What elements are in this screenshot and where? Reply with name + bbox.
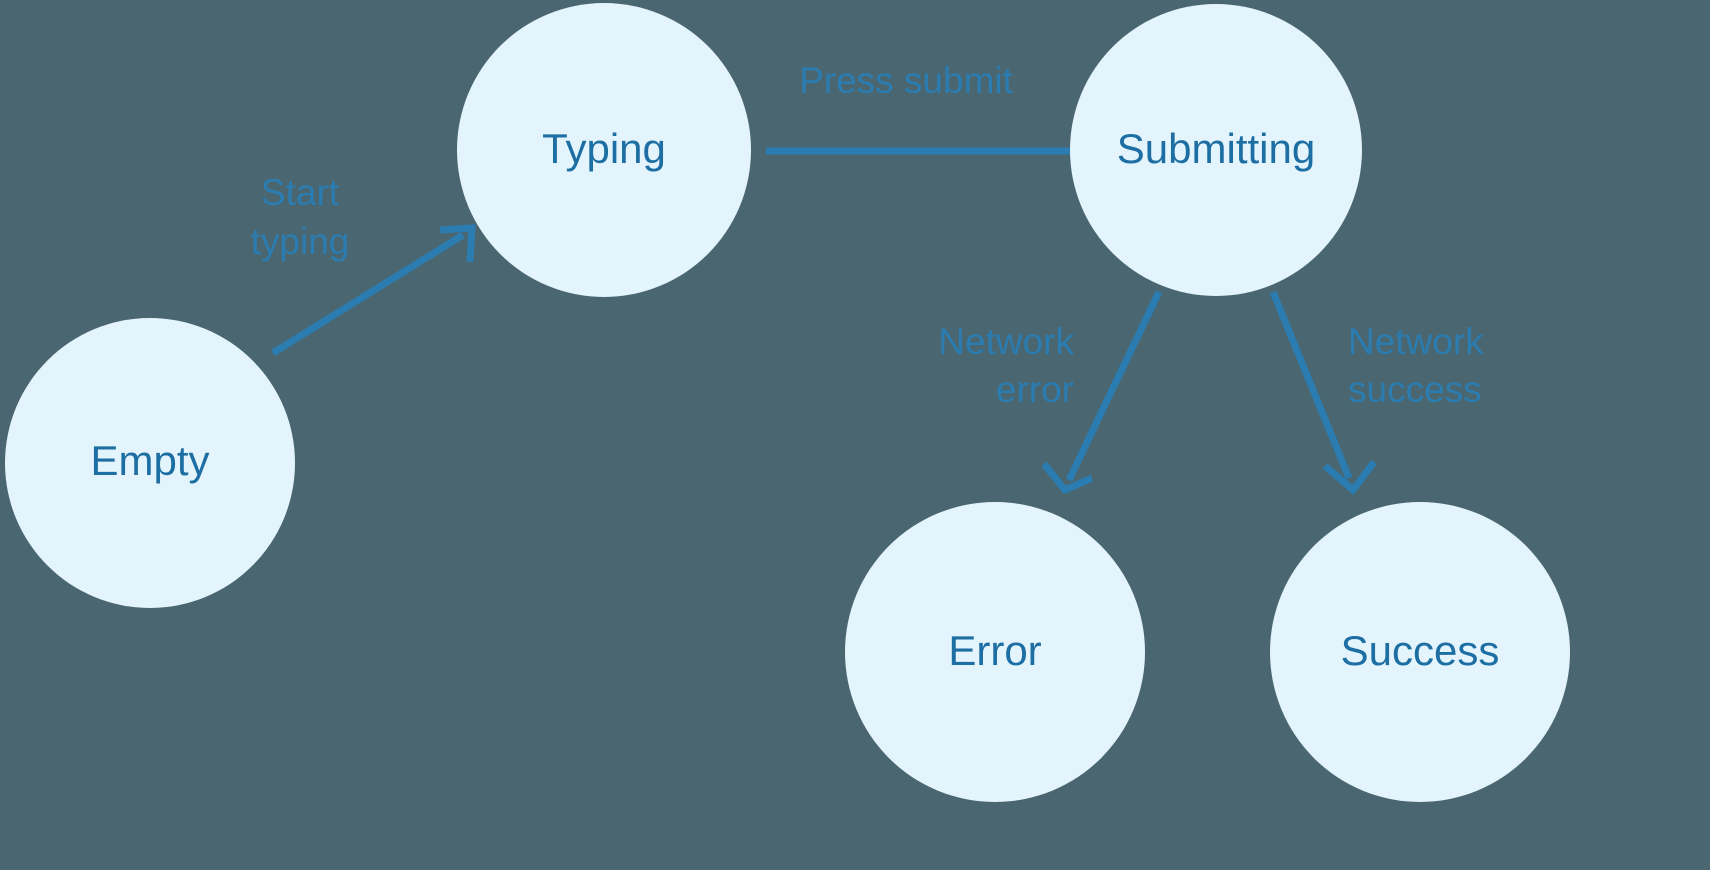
node-circle-typing[interactable] [457, 3, 751, 297]
node-circle-submitting[interactable] [1070, 4, 1362, 296]
node-typing[interactable]: Typing [457, 3, 751, 297]
edge-label-line: typing [251, 221, 350, 262]
edge-submitting-to-error [1041, 290, 1163, 495]
node-label-success: Success [1341, 627, 1500, 674]
edge-label-empty-to-typing: Start typing [251, 172, 350, 262]
edge-label-line: success [1348, 369, 1482, 410]
edge-label-submitting-to-success: Network success [1348, 321, 1484, 410]
edge-line-submitting-to-success [1269, 290, 1353, 480]
edge-label-line: Network [938, 321, 1074, 362]
node-error[interactable]: Error [845, 502, 1145, 802]
arrowhead-submitting-to-success [1322, 459, 1377, 496]
node-success[interactable]: Success [1270, 502, 1570, 802]
edge-label-line: Press submit [799, 60, 1014, 101]
edge-label-line: Network [1348, 321, 1484, 362]
arrowhead-empty-to-typing [439, 224, 476, 263]
edge-label-line: error [996, 369, 1074, 410]
edge-label-submitting-to-error: Network error [938, 321, 1074, 410]
node-submitting[interactable]: Submitting [1070, 4, 1362, 296]
node-circle-success[interactable] [1270, 502, 1570, 802]
edge-label-line: Start [261, 172, 340, 213]
node-empty[interactable]: Empty [5, 318, 295, 608]
edge-label-typing-to-submitting: Press submit [799, 60, 1014, 101]
edge-line-submitting-to-error [1065, 290, 1163, 482]
edge-empty-to-typing [271, 224, 476, 356]
node-label-typing: Typing [542, 125, 666, 172]
node-circle-empty[interactable] [5, 318, 295, 608]
arrowhead-submitting-to-error [1041, 461, 1094, 495]
edge-line-empty-to-typing [271, 232, 465, 356]
node-label-empty: Empty [90, 437, 209, 484]
node-label-submitting: Submitting [1117, 125, 1315, 172]
node-label-error: Error [948, 627, 1041, 674]
node-circle-error[interactable] [845, 502, 1145, 802]
edge-submitting-to-success [1269, 290, 1377, 496]
